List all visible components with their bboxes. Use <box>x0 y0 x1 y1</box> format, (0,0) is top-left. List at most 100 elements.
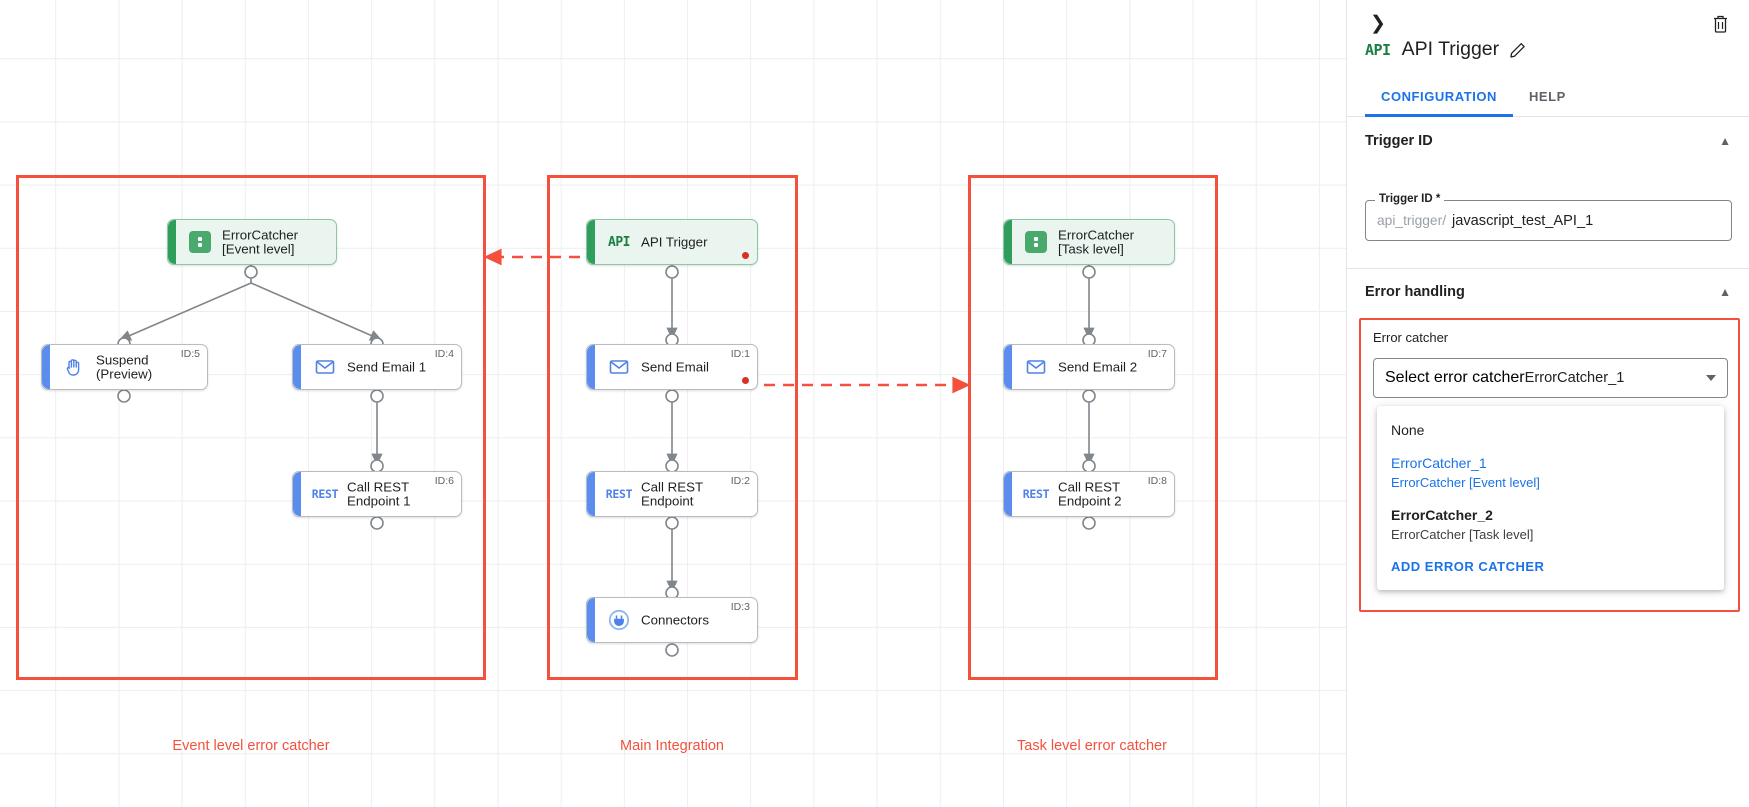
rest-icon: REST <box>311 487 339 501</box>
node-title: Send Email 2 <box>1058 359 1138 375</box>
node-title: Connectors <box>641 612 709 628</box>
node-icon <box>1023 354 1049 380</box>
section-error-handling-header[interactable]: Error handling ▲ <box>1347 268 1749 316</box>
group-label: Main Integration <box>620 738 724 754</box>
option-primary-label: ErrorCatcher_2 <box>1391 507 1493 523</box>
trigger-id-prefix: api_trigger/ <box>1377 213 1447 228</box>
node-icon <box>312 354 338 380</box>
node-connectors[interactable]: Connectors ID:3 <box>586 597 758 643</box>
node-call-rest-endpoint-1[interactable]: REST Call REST Endpoint 1 ID:6 <box>292 471 462 517</box>
node-suspend-preview[interactable]: Suspend (Preview)ID:5 <box>41 344 208 390</box>
node-accent-bar <box>168 220 176 264</box>
connectors-icon <box>608 609 630 631</box>
add-error-catcher-button[interactable]: ADD ERROR CATCHER <box>1391 559 1545 574</box>
node-title: ErrorCatcher [Task level] <box>1058 227 1135 256</box>
node-title: Call REST Endpoint 2 <box>1058 479 1122 508</box>
node-accent-bar <box>1004 345 1012 389</box>
pencil-icon[interactable] <box>1510 41 1528 59</box>
section-trigger-id-title: Trigger ID <box>1365 133 1433 149</box>
node-accent-bar <box>587 472 595 516</box>
api-icon: API <box>608 234 630 250</box>
group-frame <box>968 175 1218 680</box>
rest-icon: REST <box>1022 487 1050 501</box>
chevron-right-icon[interactable]: ❯ <box>1370 12 1386 34</box>
trigger-id-field[interactable]: Trigger ID * api_trigger/ javascript_tes… <box>1365 193 1732 241</box>
node-icon: REST <box>605 481 633 507</box>
node-icon: API <box>606 229 632 255</box>
tab-configuration[interactable]: CONFIGURATION <box>1365 76 1513 117</box>
node-title: API Trigger <box>641 234 708 250</box>
option-secondary-label: ErrorCatcher [Task level] <box>1391 527 1534 542</box>
node-icon <box>606 354 632 380</box>
rest-icon: REST <box>605 487 633 501</box>
panel-title-row: API API Trigger <box>1365 38 1528 61</box>
chevron-up-icon[interactable]: ▲ <box>1719 285 1731 299</box>
group-label: Task level error catcher <box>1017 738 1167 754</box>
node-id-badge: ID:2 <box>730 475 750 487</box>
node-accent-bar <box>1004 472 1012 516</box>
node-call-rest-endpoint-2[interactable]: REST Call REST Endpoint 2 ID:8 <box>1003 471 1175 517</box>
node-call-rest-endpoint[interactable]: REST Call REST Endpoint ID:2 <box>586 471 758 517</box>
chevron-down-icon[interactable] <box>1706 375 1716 381</box>
node-errorcatcher-task[interactable]: ErrorCatcher [Task level] <box>1003 219 1175 265</box>
node-id-badge: ID:1 <box>730 348 750 360</box>
node-icon: REST <box>311 481 339 507</box>
node-accent-bar <box>293 345 301 389</box>
node-title: Call REST Endpoint 1 <box>347 479 411 508</box>
option-primary-label: ErrorCatcher_1 <box>1391 455 1487 471</box>
section-trigger-id-header[interactable]: Trigger ID ▲ <box>1347 117 1749 165</box>
node-error-indicator <box>741 376 749 384</box>
envelope-icon <box>315 360 335 374</box>
node-icon <box>61 354 87 380</box>
section-divider <box>1347 268 1749 269</box>
select-error-catcher-label: Select error catcher <box>1385 369 1525 386</box>
node-send-email-2[interactable]: Send Email 2 ID:7 <box>1003 344 1175 390</box>
node-id-badge: ID:8 <box>1147 475 1167 487</box>
error-catcher-label: Error catcher <box>1373 330 1449 345</box>
tab-help[interactable]: HELP <box>1528 88 1566 104</box>
trigger-id-value[interactable]: javascript_test_API_1 <box>1452 212 1594 229</box>
node-id-badge: ID:3 <box>730 601 750 613</box>
trigger-id-field-label: Trigger ID * <box>1375 193 1445 205</box>
node-title: Send Email 1 <box>347 359 427 375</box>
node-title: ErrorCatcher [Event level] <box>222 227 299 256</box>
node-icon <box>1023 229 1049 255</box>
group-frame <box>16 175 486 680</box>
group-frame <box>547 175 798 680</box>
node-id-badge: ID:6 <box>434 475 454 487</box>
node-accent-bar <box>587 345 595 389</box>
section-error-handling-title: Error handling <box>1365 284 1465 300</box>
node-icon: REST <box>1022 481 1050 507</box>
node-id-badge: ID:5 <box>180 348 200 360</box>
trash-icon[interactable] <box>1707 10 1733 36</box>
envelope-icon <box>1026 360 1046 374</box>
trash-glyph <box>1713 15 1727 33</box>
node-error-indicator <box>741 251 749 259</box>
node-icon <box>187 229 213 255</box>
node-api-trigger[interactable]: API API Trigger <box>586 219 758 265</box>
option-none[interactable]: None <box>1377 414 1724 447</box>
select-error-catcher[interactable]: Select error catcher ErrorCatcher_1 <box>1373 358 1728 398</box>
chevron-up-icon[interactable]: ▲ <box>1719 134 1731 148</box>
node-errorcatcher-event[interactable]: ErrorCatcher [Event level] <box>167 219 337 265</box>
config-panel: ❯ API API Trigger CONFIGURATION HELP <box>1346 0 1749 807</box>
node-id-badge: ID:7 <box>1147 348 1167 360</box>
hand-icon <box>66 359 80 376</box>
select-error-catcher-value: ErrorCatcher_1 <box>1524 370 1625 386</box>
option-primary-label: None <box>1391 422 1425 438</box>
group-label: Event level error catcher <box>172 738 330 754</box>
node-send-email-1[interactable]: Send Email 1 ID:4 <box>292 344 462 390</box>
pencil-glyph <box>1510 43 1525 58</box>
error-catcher-highlight-box: Error catcher Select error catcher Error… <box>1359 318 1740 612</box>
panel-tabs: CONFIGURATION HELP <box>1347 76 1749 117</box>
workflow-canvas[interactable]: Event level error catcher Main Integratio… <box>0 0 1346 807</box>
node-title: Call REST Endpoint <box>641 479 704 508</box>
api-icon: API <box>1365 40 1391 59</box>
node-id-badge: ID:4 <box>434 348 454 360</box>
node-accent-bar <box>293 472 301 516</box>
node-accent-bar <box>587 598 595 642</box>
